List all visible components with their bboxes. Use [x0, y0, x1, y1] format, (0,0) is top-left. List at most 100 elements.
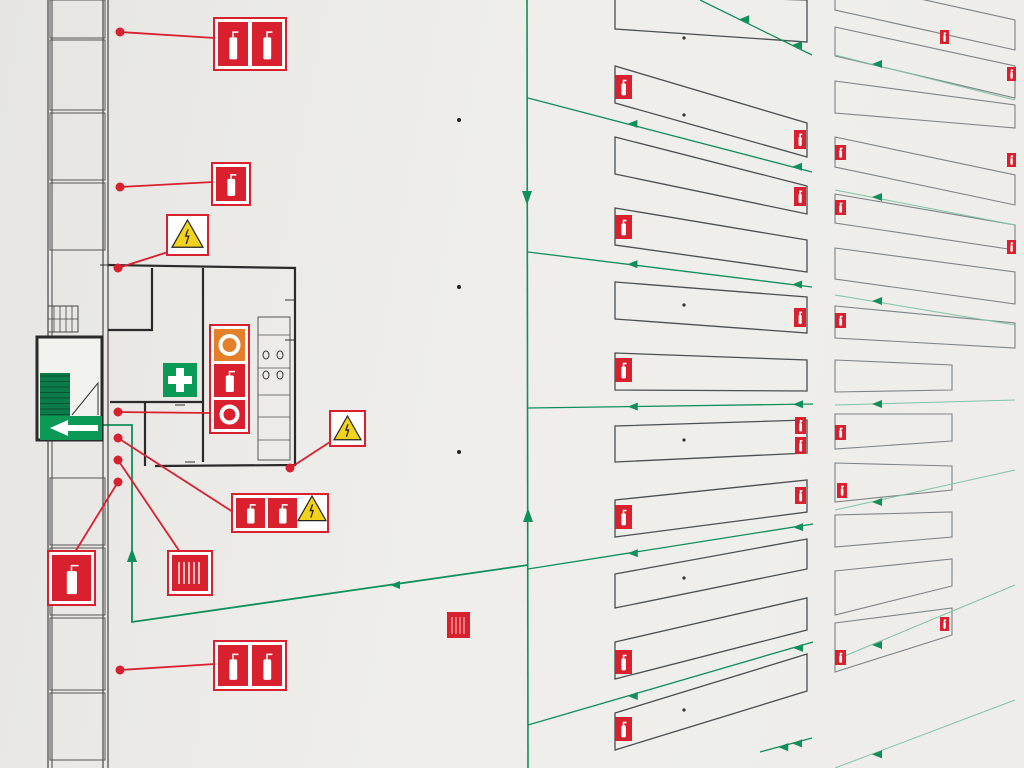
route-arrow-icon	[872, 750, 882, 759]
shelf-row	[614, 419, 808, 463]
fire-extinguisher-icon	[52, 555, 91, 601]
fire-hose-icon	[172, 555, 208, 591]
shelf-row	[614, 136, 808, 215]
fire-extinguisher-icon	[795, 417, 806, 434]
extinguisher-body	[839, 655, 843, 663]
location-dot	[285, 463, 295, 473]
extinguisher-body	[621, 366, 626, 379]
lightning-bolt	[344, 423, 350, 437]
extinguisher-body	[263, 37, 272, 60]
evacuation-route	[834, 469, 1016, 511]
extinguisher-body	[1010, 244, 1013, 252]
extinguisher-nozzle	[232, 653, 239, 660]
extinguisher-body	[225, 375, 234, 393]
shelf-row	[614, 281, 808, 334]
evacuation-route	[699, 0, 813, 56]
fire-alarm-ring	[218, 334, 241, 356]
building-wall	[108, 268, 154, 332]
room-outline	[49, 477, 106, 546]
callout-line	[289, 439, 334, 469]
route-arrow-down-icon	[522, 191, 532, 205]
route-arrow-icon	[872, 498, 882, 506]
callout-line	[74, 481, 119, 553]
fire-extinguisher-icon	[794, 130, 806, 149]
extinguisher-nozzle	[799, 311, 803, 315]
evacuation-route	[527, 403, 814, 409]
fire-extinguisher-icon	[615, 358, 632, 382]
electrical-hazard-icon	[332, 414, 363, 441]
warning-triangle	[332, 414, 363, 441]
route-arrow-up-icon	[127, 548, 137, 562]
evacuation-route	[834, 584, 1016, 661]
shelf-row	[834, 359, 953, 393]
extinguisher-body	[263, 659, 272, 680]
fire-extinguisher-icon	[835, 145, 846, 160]
callout-line	[119, 181, 214, 188]
fire-extinguisher-icon	[940, 617, 949, 631]
shelf-row	[614, 479, 808, 538]
toilet-icon	[262, 370, 270, 380]
extinguisher-nozzle	[943, 619, 947, 622]
emergency-exit-arrow-icon	[50, 420, 98, 436]
callout-line	[117, 437, 234, 513]
marker-dot	[457, 285, 461, 289]
fire-extinguisher-icon	[940, 30, 949, 44]
extinguisher-body	[1010, 71, 1013, 79]
extinguisher-body	[621, 513, 626, 526]
fire-extinguisher-icon	[214, 364, 245, 397]
evacuation-route	[834, 294, 1016, 326]
extinguisher-body	[247, 508, 255, 524]
extinguisher-body	[66, 571, 77, 595]
route-arrow-icon	[792, 739, 802, 748]
location-dot	[113, 455, 123, 465]
shelf-row	[834, 0, 1016, 51]
route-arrow-icon	[793, 643, 803, 652]
shelf-row	[834, 247, 1016, 305]
extinguisher-nozzle	[622, 79, 627, 84]
evacuation-route	[527, 641, 814, 726]
evacuation-route	[527, 523, 814, 570]
extinguisher-nozzle	[841, 485, 844, 489]
extinguisher-nozzle	[839, 147, 843, 151]
fire-extinguisher-icon	[218, 645, 248, 686]
route-arrow-left-icon	[390, 581, 400, 589]
route-arrow-icon	[627, 549, 638, 558]
extinguisher-nozzle	[622, 721, 627, 726]
extinguisher-nozzle	[839, 315, 843, 319]
room-outline	[49, 0, 106, 39]
shelf-row	[834, 511, 953, 548]
extinguisher-nozzle	[266, 31, 273, 38]
marker-dot	[682, 708, 686, 712]
route-arrow-icon	[792, 280, 802, 289]
marker-dot	[682, 438, 686, 442]
fire-extinguisher-icon	[1007, 67, 1016, 81]
extinguisher-nozzle	[622, 509, 627, 514]
callout-line	[117, 411, 211, 414]
route-arrow-icon	[872, 641, 882, 649]
location-dot	[115, 665, 125, 675]
extinguisher-body	[1010, 157, 1013, 165]
extinguisher-body	[229, 37, 238, 60]
route-arrow-icon	[872, 60, 882, 68]
extinguisher-nozzle	[839, 427, 843, 431]
extinguisher-nozzle	[799, 133, 803, 137]
location-dot	[113, 407, 123, 417]
marker-dot	[682, 113, 686, 117]
fire-hose-icon	[447, 612, 470, 638]
location-dot	[115, 27, 125, 37]
callout-line	[119, 31, 216, 39]
fire-extinguisher-icon	[615, 505, 632, 529]
fire-extinguisher-icon	[835, 425, 846, 440]
stair-rail	[71, 381, 99, 416]
shelf-row	[614, 0, 808, 43]
evacuation-route	[834, 399, 1016, 406]
route-arrow-icon	[872, 193, 882, 201]
stairs	[40, 373, 70, 418]
electrical-hazard-icon	[170, 218, 205, 248]
route-arrow-icon	[793, 400, 803, 409]
extinguisher-body	[799, 492, 803, 502]
shelf-row	[614, 597, 808, 680]
shelf-row	[834, 26, 1016, 99]
route-arrow-icon	[627, 691, 638, 700]
